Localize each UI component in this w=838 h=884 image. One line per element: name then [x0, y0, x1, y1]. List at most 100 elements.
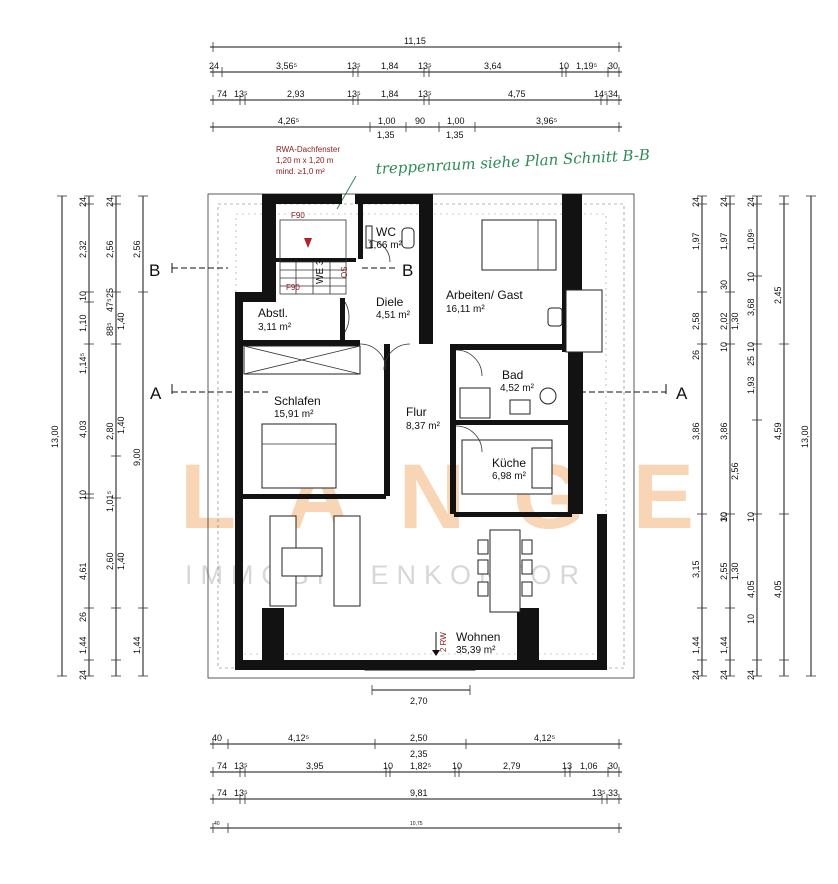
top-dimension-lines: 11,15 24 3,56⁵ 13⁵ 1,84 13⁵ 3,64 10 1,19…	[209, 36, 622, 140]
dim-label: 2,32	[78, 240, 88, 258]
dim-label: 1,09⁵	[746, 228, 756, 250]
dim-label: 1,84	[381, 61, 399, 71]
dim-label: 26	[691, 350, 701, 360]
dim-label: 4,03	[78, 420, 88, 438]
dim-label: 13,00	[800, 425, 810, 448]
room-name-bad: Bad	[502, 368, 523, 382]
dim-label: 4,12⁵	[534, 733, 556, 743]
room-area-schlafen: 15,91 m²	[274, 409, 314, 420]
dim-label: 3,95	[306, 761, 324, 771]
dim-label: 24	[746, 197, 756, 207]
dim-label: 9,81	[410, 788, 428, 798]
dim-label: 2,80	[105, 422, 115, 440]
dim-label: 10	[452, 761, 462, 771]
room-name-wc: WC	[376, 225, 396, 239]
room-area-diele: 4,51 m²	[376, 310, 411, 321]
dim-label: 24	[691, 197, 701, 207]
dim-label: 3,64	[484, 61, 502, 71]
dim-label: 25	[746, 356, 756, 366]
dim-label: 13⁵	[418, 89, 432, 99]
rwa-title: RWA-Dachfenster	[276, 145, 340, 154]
arrow-down-icon	[304, 238, 312, 248]
section-marker-b-left: B	[149, 261, 160, 280]
dim-label: 13⁵	[418, 61, 432, 71]
window-width: 2,70	[410, 696, 428, 706]
bottom-dimension-lines: 40 4,12⁵ 2,50 4,12⁵ 2,35 74 13⁵ 3,95 10 …	[210, 733, 622, 833]
building	[207, 193, 635, 679]
dim-label: 10	[746, 512, 756, 522]
dim-label: 30	[608, 761, 618, 771]
room-name-kueche: Küche	[492, 456, 526, 470]
room-name-flur: Flur	[406, 405, 427, 419]
dim-label: 24	[746, 670, 756, 680]
dim-label: 2,60	[105, 552, 115, 570]
room-name-schlafen: Schlafen	[274, 394, 321, 408]
dim-label: 2,50	[410, 733, 428, 743]
dim-label: 13⁵	[347, 61, 361, 71]
room-area-flur: 8,37 m²	[406, 421, 441, 432]
dim-label: 2,56	[132, 240, 142, 258]
dim-label: 24	[78, 197, 88, 207]
right-dimension-lines: 24 1,97 2,58 26 3,86 3,15 1,44 24 24 1,9…	[691, 195, 816, 680]
dim-label: 88⁵	[105, 322, 115, 336]
room-name-abstl: Abstl.	[258, 306, 288, 320]
dim-label: 25	[105, 288, 115, 298]
dim-label: 24	[105, 197, 115, 207]
dim-label: 10	[746, 614, 756, 624]
dim-label: 40	[214, 821, 220, 827]
room-area-arbeiten: 16,11 m²	[446, 304, 485, 315]
dim-label: 1,82⁵	[410, 761, 432, 771]
dim-label: 2,93	[287, 89, 305, 99]
left-dimension-lines: 13,00 24 2,32 10 1,10 1,14⁵ 4,03 10 4,61…	[50, 195, 148, 680]
dim-top-total: 11,15	[404, 36, 426, 46]
dim-label: 10	[559, 61, 569, 71]
dim-label: 30	[719, 280, 729, 290]
room-name-diele: Diele	[376, 295, 404, 309]
arrow-down-icon	[432, 650, 440, 656]
dim-label: 13⁵	[347, 89, 361, 99]
dim-label: 24	[719, 197, 729, 207]
dim-label: 4,05	[773, 580, 783, 598]
dim-label: 13,00	[50, 425, 60, 448]
dim-label: 13⁵	[592, 788, 606, 798]
dim-label: 9,00	[132, 448, 142, 466]
dim-label: 10,75	[410, 821, 423, 827]
dim-label: 10	[746, 272, 756, 282]
dim-label: 1,00	[378, 116, 396, 126]
dim-label: 2,56	[105, 240, 115, 258]
rw-label: 2 RW	[439, 632, 448, 652]
room-name-arbeiten: Arbeiten/ Gast	[446, 288, 523, 302]
dim-label: 4,61	[78, 562, 88, 580]
dim-label: 3,56⁵	[276, 61, 298, 71]
dim-label: 1,35	[377, 130, 395, 140]
dim-label: 30	[719, 512, 729, 522]
dim-label: 1,30	[730, 562, 740, 580]
staircase: F90 F90 WE 3 OS	[279, 211, 349, 295]
wc-sink	[365, 225, 373, 249]
f90-label-2: F90	[286, 283, 300, 292]
furniture	[243, 219, 603, 613]
dim-label: 10	[78, 291, 88, 301]
dim-label: 1,00	[447, 116, 465, 126]
dim-label: 1,10	[78, 314, 88, 332]
dim-label: 1,30	[730, 312, 740, 330]
dim-label: 1,93	[746, 376, 756, 394]
dim-label: 4,75	[508, 89, 526, 99]
dim-label: 3,68	[746, 298, 756, 316]
toilet	[401, 227, 415, 249]
dim-label: 3,86	[691, 422, 701, 440]
rwa-size: 1,20 m x 1,20 m	[276, 156, 334, 165]
dim-label: 24	[691, 670, 701, 680]
dim-label: 10	[719, 342, 729, 352]
dim-label: 4,26⁵	[278, 116, 300, 126]
section-marker-b-right: B	[402, 261, 413, 280]
dim-label: 24	[719, 670, 729, 680]
room-area-wc: 1,66 m²	[368, 240, 403, 251]
dim-label: 30	[608, 61, 618, 71]
dim-label: 10	[383, 761, 393, 771]
dim-label: 2,79	[503, 761, 521, 771]
dim-label: 34	[608, 89, 618, 99]
dim-label: 2,56	[730, 462, 740, 480]
dim-label: 1,01⁵	[105, 490, 115, 512]
